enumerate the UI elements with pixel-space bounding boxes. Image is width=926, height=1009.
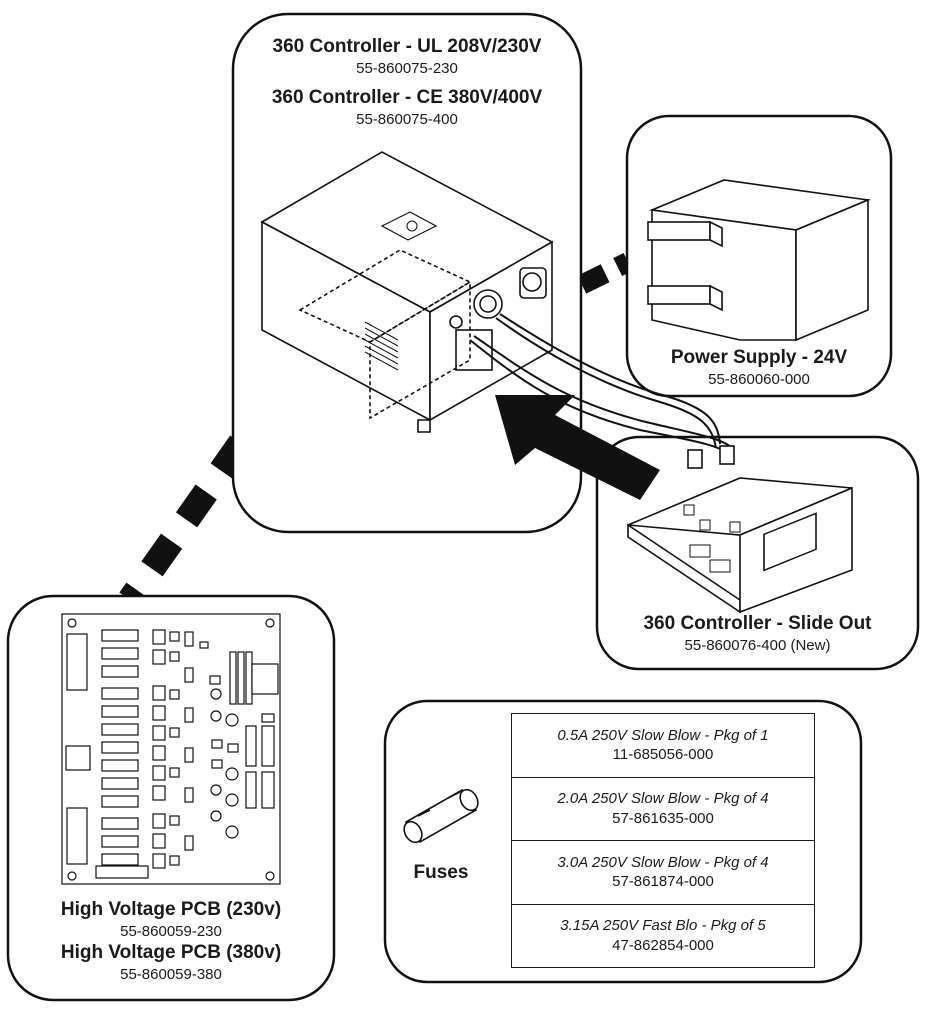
pcb-label-group: High Voltage PCB (230v) 55-860059-230 Hi…: [8, 899, 334, 983]
pcb-230-title: High Voltage PCB (230v): [60, 899, 282, 920]
fuse-part-number: 11-685056-000: [612, 746, 714, 764]
slide-out-tray-illustration: [627, 445, 853, 614]
pcb-380-part-number: 55-860059-380: [120, 965, 222, 983]
power-supply-title: Power Supply - 24V: [670, 347, 848, 368]
slide-out-label-group: 360 Controller - Slide Out 55-860076-400…: [597, 613, 918, 654]
table-row: 3.15A 250V Fast Blo - Pkg of 5 47-862854…: [511, 903, 815, 968]
pcb-illustration: [61, 613, 281, 885]
fuse-table: 0.5A 250V Slow Blow - Pkg of 1 11-685056…: [511, 713, 815, 968]
fuse-cell: 0.5A 250V Slow Blow - Pkg of 1 11-685056…: [511, 713, 815, 778]
pcb-230-part-number: 55-860059-230: [120, 922, 222, 940]
controller-label-group: 360 Controller - UL 208V/230V 55-860075-…: [233, 36, 581, 128]
table-row: 2.0A 250V Slow Blow - Pkg of 4 57-861635…: [511, 776, 815, 841]
pcb-fuse-holders: [152, 629, 194, 869]
power-supply-illustration: [647, 179, 872, 342]
controller-ce-title: 360 Controller - CE 380V/400V: [271, 87, 543, 109]
controller-ul-part-number: 55-860075-230: [356, 59, 458, 77]
callout-dash-controller-to-pcb: [119, 337, 321, 608]
table-row: 3.0A 250V Slow Blow - Pkg of 4 57-861874…: [511, 840, 815, 905]
fuse-cell: 2.0A 250V Slow Blow - Pkg of 4 57-861635…: [511, 776, 815, 841]
controller-ce-part-number: 55-860075-400: [356, 110, 458, 128]
fuse-cell: 3.0A 250V Slow Blow - Pkg of 4 57-861874…: [511, 840, 815, 905]
table-row: 0.5A 250V Slow Blow - Pkg of 1 11-685056…: [511, 713, 815, 778]
slide-out-title: 360 Controller - Slide Out: [643, 613, 872, 634]
power-supply-label-group: Power Supply - 24V 55-860060-000: [627, 347, 891, 388]
fuses-label: Fuses: [413, 862, 469, 883]
fuse-description: 0.5A 250V Slow Blow - Pkg of 1: [557, 726, 769, 744]
controller-ul-title: 360 Controller - UL 208V/230V: [272, 36, 542, 57]
fuse-description: 3.0A 250V Slow Blow - Pkg of 4: [557, 853, 769, 871]
pcb-terminal-strip: [199, 641, 279, 839]
fuse-description: 2.0A 250V Slow Blow - Pkg of 4: [557, 790, 769, 808]
slide-out-part-number: 55-860076-400 (New): [684, 636, 831, 654]
power-supply-part-number: 55-860060-000: [708, 370, 810, 388]
controller-enclosure-illustration: [260, 151, 554, 433]
pcb-380-title: High Voltage PCB (380v): [60, 942, 282, 964]
fuse-illustration: [403, 788, 479, 844]
cable-bundle: [469, 313, 735, 456]
slide-out-direction-arrow: [495, 395, 660, 500]
fuse-description: 3.15A 250V Fast Blo - Pkg of 5: [560, 917, 766, 935]
fuse-part-number: 57-861874-000: [612, 873, 714, 891]
fuse-part-number: 47-862854-000: [612, 936, 714, 954]
pcb-relay-column: [101, 629, 139, 866]
fuse-part-number: 57-861635-000: [612, 809, 714, 827]
fuse-cell: 3.15A 250V Fast Blo - Pkg of 5 47-862854…: [511, 903, 815, 968]
